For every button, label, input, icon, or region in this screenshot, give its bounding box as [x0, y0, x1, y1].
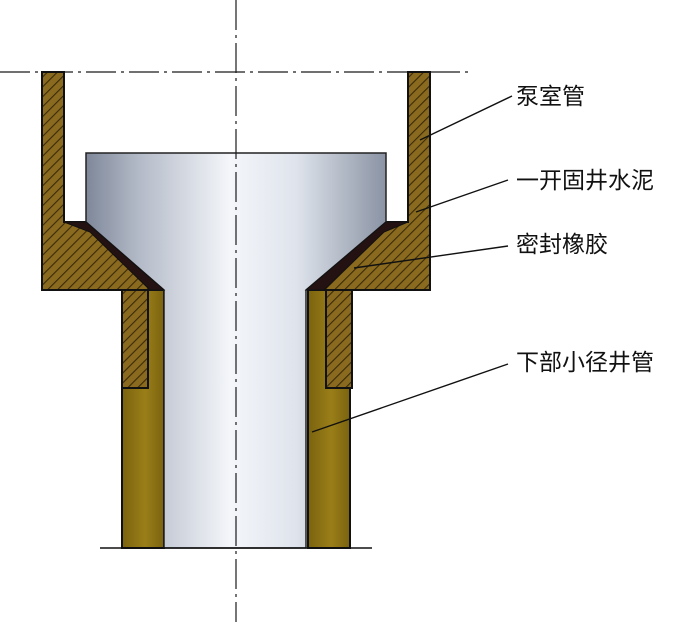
leader-lower-small-pipe — [311, 363, 509, 433]
left-cement-lower — [121, 289, 149, 389]
right-sealing-rubber — [304, 221, 409, 291]
leader-sealing-rubber — [353, 245, 509, 269]
label-sealing-rubber: 密封橡胶 — [516, 232, 608, 258]
left-sealing-rubber — [63, 221, 166, 291]
label-lower-small-pipe: 下部小径井管 — [516, 350, 654, 376]
label-well-cement: 一开固井水泥 — [516, 168, 654, 194]
label-pump-chamber-pipe: 泵室管 — [516, 84, 585, 110]
leader-well-cement — [415, 179, 509, 213]
leader-pump-chamber-pipe — [419, 95, 513, 141]
right-cement-lower — [325, 289, 353, 389]
